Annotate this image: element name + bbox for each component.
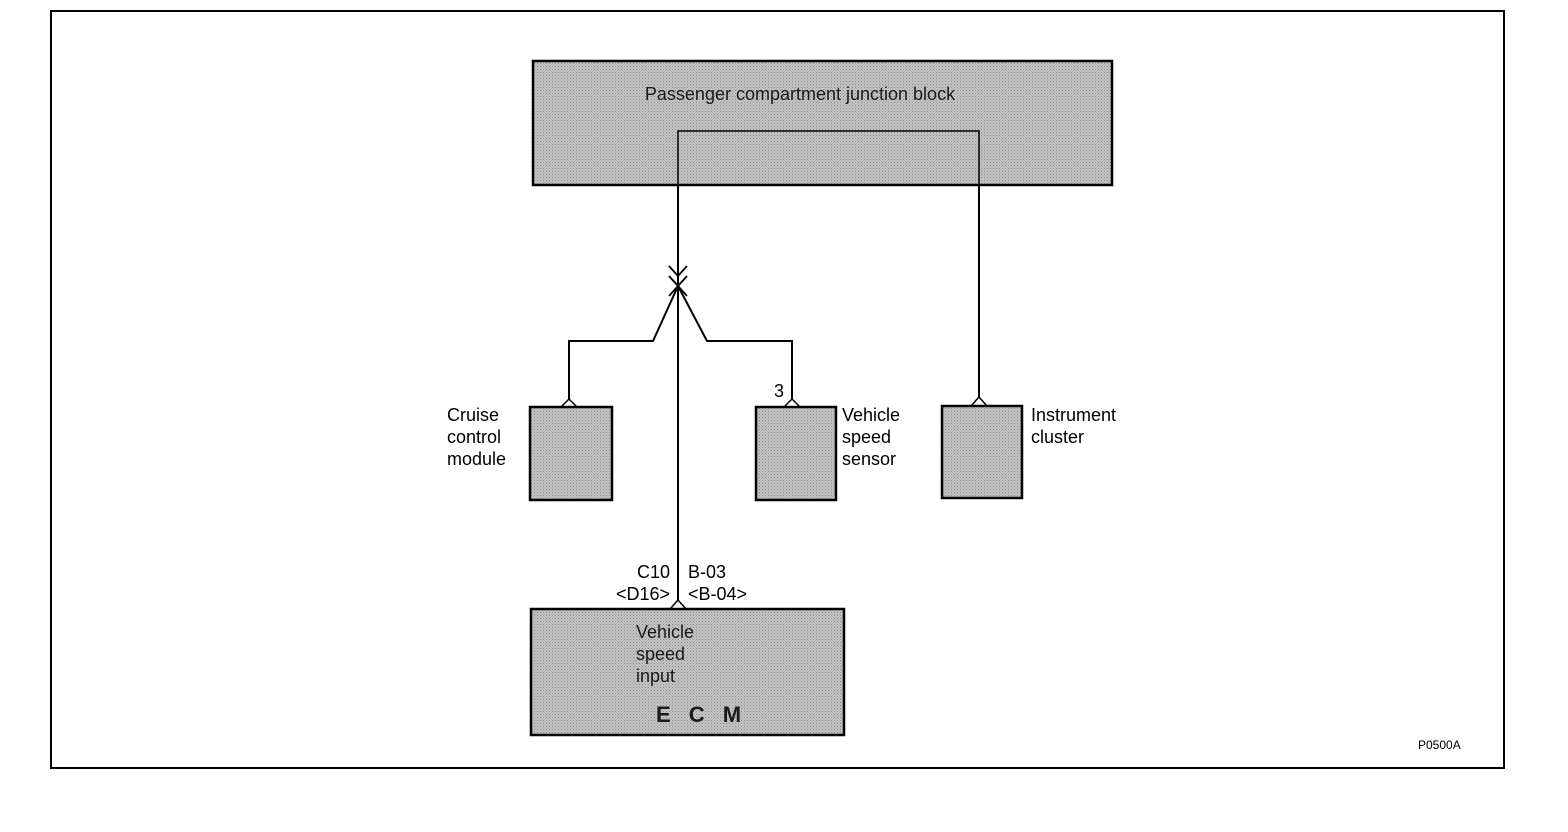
vss-label-3: sensor xyxy=(842,449,896,469)
ecm-pin-left-1: C10 xyxy=(637,562,670,582)
junction-block-label: Passenger compartment junction block xyxy=(645,84,956,104)
ecm-pin-right-2: <B-04> xyxy=(688,584,747,604)
instrument-cluster-label-1: Instrument xyxy=(1031,405,1116,425)
junction-internal-wire xyxy=(677,130,980,185)
cluster-pin-icon xyxy=(969,395,989,407)
ecm-input-label-1: Vehicle xyxy=(636,622,694,642)
cruise-module-label-2: control xyxy=(447,427,501,447)
instrument-cluster-box xyxy=(940,404,1024,500)
splice-upper-chevron xyxy=(668,265,688,278)
vss-label-1: Vehicle xyxy=(842,405,900,425)
cruise-module-label-3: module xyxy=(447,449,506,469)
wire-to-cruise-module xyxy=(568,285,679,401)
figure-code: P0500A xyxy=(1418,738,1461,752)
wire-to-vss xyxy=(677,285,793,401)
vss-pin-number: 3 xyxy=(774,381,784,401)
ecm-input-label-2: speed xyxy=(636,644,685,664)
vss-box xyxy=(754,405,838,502)
cruise-module-label-1: Cruise xyxy=(447,405,499,425)
ecm-pin-left-2: <D16> xyxy=(616,584,670,604)
vss-label-2: speed xyxy=(842,427,891,447)
ecm-pin-icon xyxy=(668,598,688,610)
diagram-frame xyxy=(50,10,1505,769)
junction-block-box xyxy=(531,59,1114,187)
instrument-cluster-label-2: cluster xyxy=(1031,427,1084,447)
ecm-box xyxy=(529,607,846,737)
ecm-pin-right-1: B-03 xyxy=(688,562,726,582)
ecm-name: E C M xyxy=(656,702,747,727)
ecm-input-label-3: input xyxy=(636,666,675,686)
cruise-module-box xyxy=(528,405,614,502)
